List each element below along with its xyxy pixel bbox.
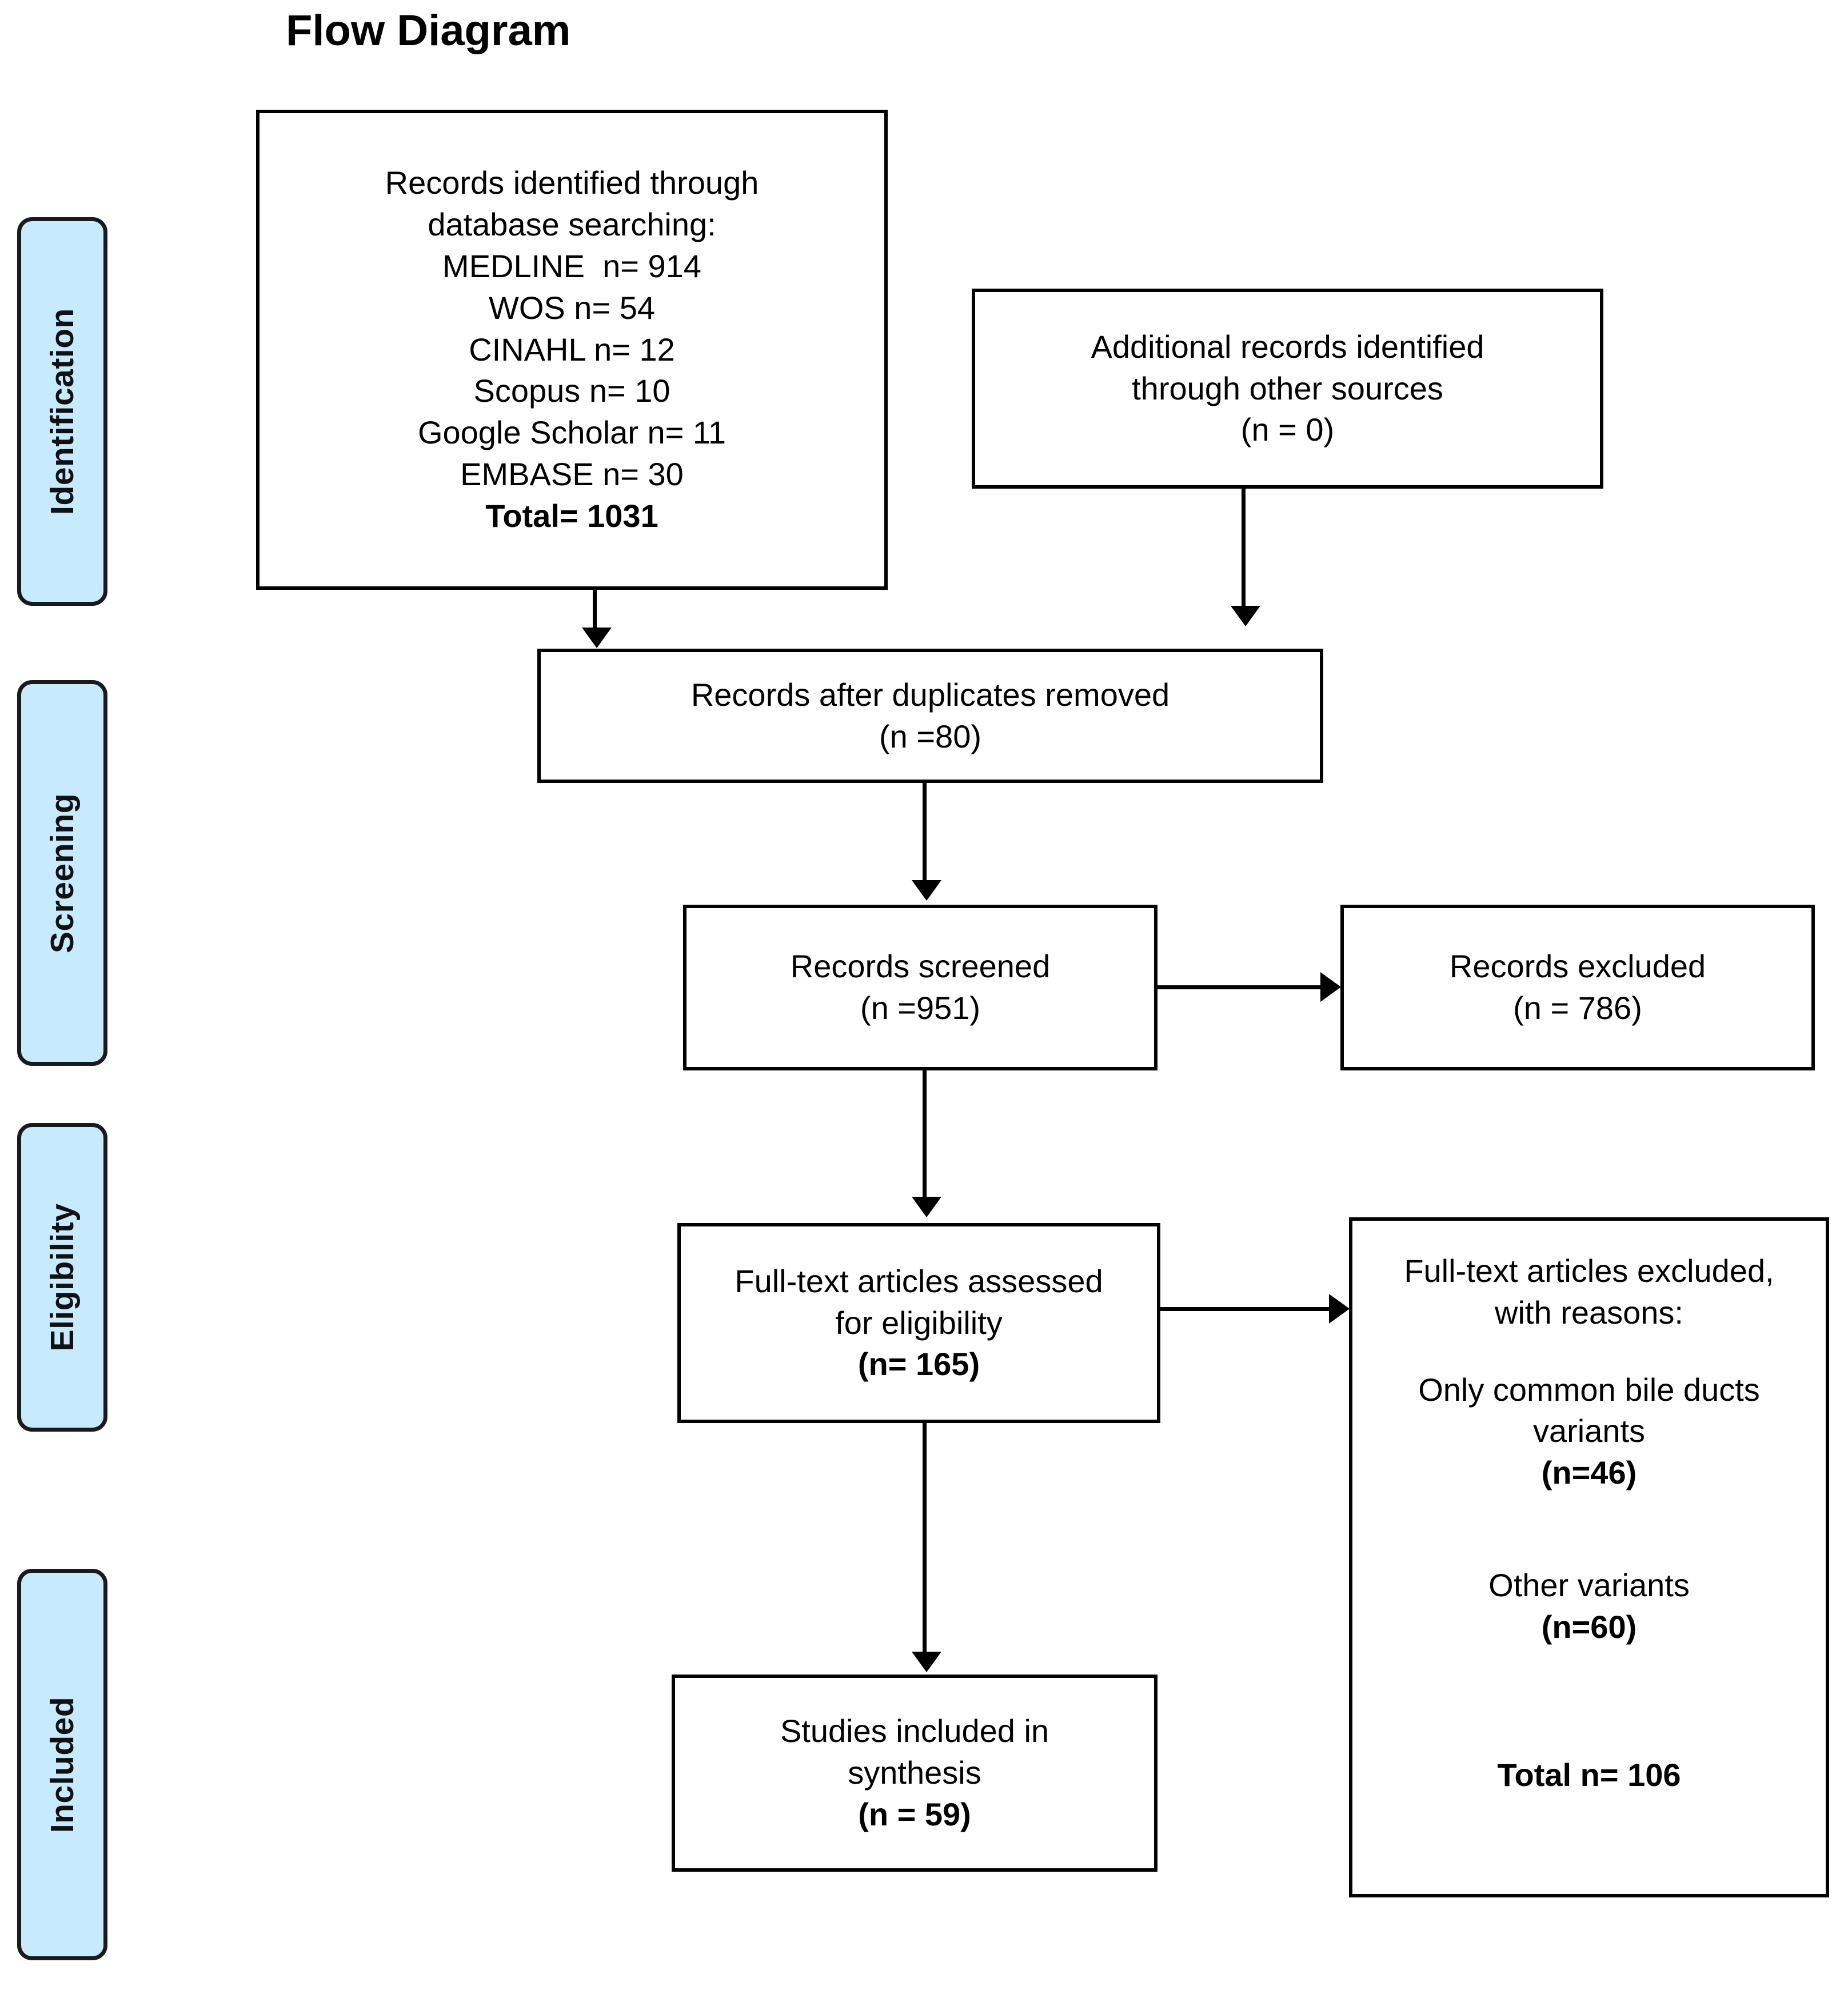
line: Records screened [790, 948, 1051, 985]
line: through other sources [1132, 370, 1443, 406]
fulltext-assessed-count: (n= 165) [857, 1346, 980, 1382]
box-fulltext-assessed: Full-text articles assessed for eligibil… [677, 1223, 1160, 1423]
line: CINAHL n= 12 [469, 331, 675, 367]
connector-fulltext-to-excluded-arrow [1329, 1294, 1350, 1324]
box-records-identified-database: Records identified through database sear… [256, 110, 888, 590]
connector-screened-to-excluded-arrow [1320, 972, 1341, 1002]
stage-label-screening-text: Screening [44, 793, 81, 953]
fulltext-excluded-reason-2-count: (n=60) [1541, 1608, 1637, 1645]
line: EMBASE n= 30 [460, 455, 684, 492]
page-title: Flow Diagram [286, 6, 571, 55]
connector-screened-to-excluded-line [1158, 985, 1323, 989]
connector-identified-to-duplicates-arrow [582, 628, 612, 648]
line: WOS n= 54 [488, 289, 656, 326]
line: Only common bile ducts [1418, 1371, 1760, 1408]
line: Records identified through [385, 165, 759, 201]
records-identified-total: Total= 1031 [485, 497, 658, 534]
box-additional-records: Additional records identified through ot… [972, 289, 1603, 489]
studies-included-count: (n = 59) [858, 1796, 971, 1832]
connector-screened-to-fulltext-line [923, 1070, 927, 1199]
line: (n = 0) [1240, 411, 1335, 448]
fulltext-excluded-reason-1-count: (n=46) [1541, 1454, 1637, 1491]
box-duplicates-removed: Records after duplicates removed (n =80) [537, 649, 1323, 783]
stage-label-included-text: Included [44, 1696, 81, 1833]
line: Full-text articles assessed [735, 1262, 1103, 1299]
line: Full-text articles excluded, [1404, 1253, 1774, 1289]
line: Scopus n= 10 [473, 373, 670, 409]
line: (n = 786) [1513, 990, 1642, 1026]
connector-fulltext-to-excluded-line [1160, 1307, 1332, 1311]
line: Records after duplicates removed [690, 676, 1170, 713]
stage-label-included: Included [17, 1569, 107, 1960]
stage-label-identification-text: Identification [44, 308, 81, 515]
connector-additional-to-duplicates-arrow [1231, 606, 1260, 626]
stage-label-eligibility-text: Eligibility [44, 1203, 81, 1352]
fulltext-excluded-total: Total n= 106 [1497, 1756, 1681, 1793]
line: database searching: [428, 206, 716, 243]
line: Google Scholar n= 11 [417, 414, 727, 451]
line: Studies included in [780, 1713, 1049, 1749]
connector-identified-to-duplicates-line [593, 590, 597, 631]
box-studies-included: Studies included in synthesis (n = 59) [672, 1675, 1158, 1872]
box-records-excluded: Records excluded (n = 786) [1340, 905, 1815, 1070]
line: with reasons: [1495, 1294, 1683, 1330]
connector-duplicates-to-screened-line [923, 783, 927, 883]
line: MEDLINE n= 914 [442, 248, 701, 284]
stage-label-eligibility: Eligibility [17, 1123, 107, 1432]
line: (n =80) [879, 718, 981, 754]
line: Additional records identified [1091, 328, 1484, 365]
line: for eligibility [835, 1304, 1003, 1341]
connector-additional-to-duplicates-line [1242, 489, 1246, 609]
stage-label-identification: Identification [17, 217, 107, 606]
line: Records excluded [1449, 948, 1706, 985]
stage-label-screening: Screening [17, 680, 107, 1066]
line: variants [1532, 1413, 1646, 1449]
line: (n =951) [860, 990, 981, 1026]
line: synthesis [848, 1755, 981, 1791]
connector-screened-to-fulltext-arrow [912, 1197, 941, 1217]
connector-fulltext-to-studies-arrow [912, 1652, 941, 1672]
line: Other variants [1488, 1567, 1690, 1603]
connector-fulltext-to-studies-line [923, 1423, 927, 1655]
box-records-screened: Records screened (n =951) [683, 905, 1158, 1070]
connector-duplicates-to-screened-arrow [912, 880, 941, 901]
box-fulltext-excluded: Full-text articles excluded, with reason… [1349, 1217, 1829, 1897]
